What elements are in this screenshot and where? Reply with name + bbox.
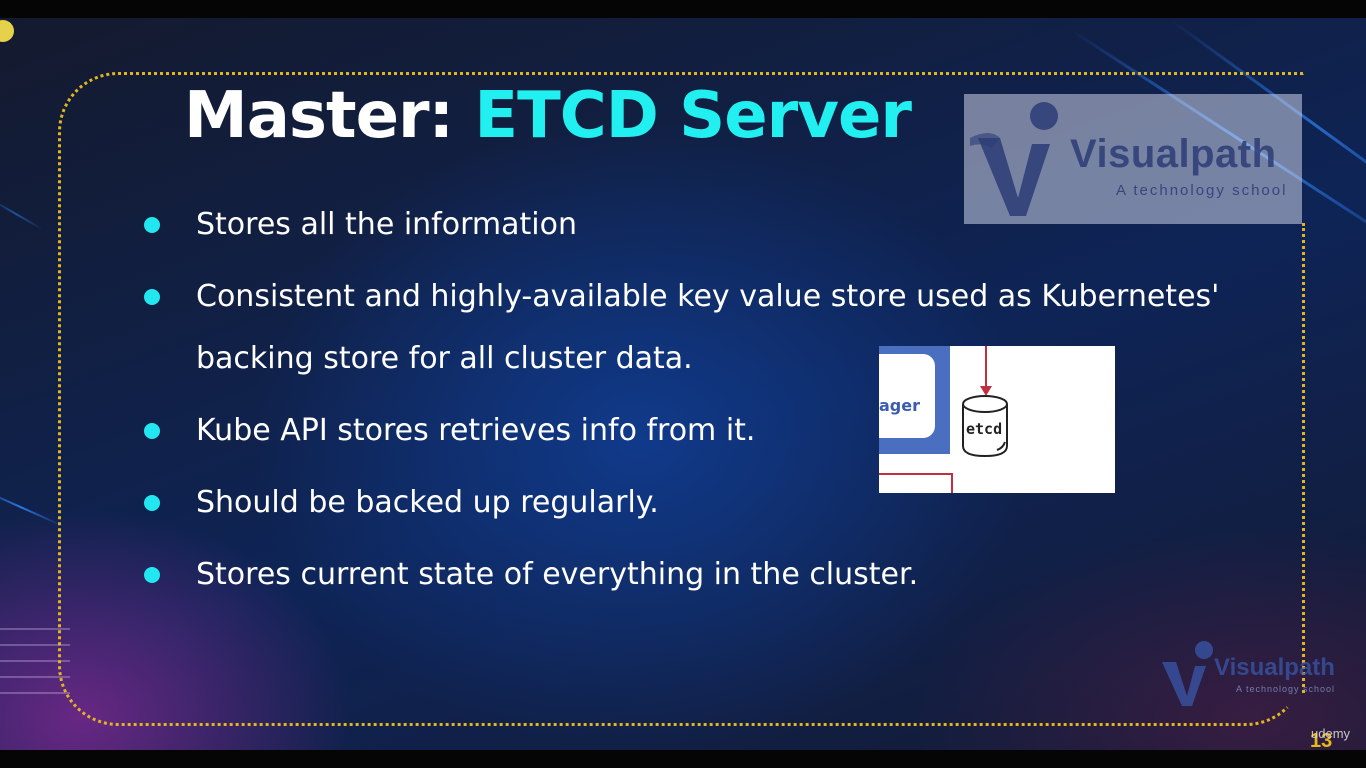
bullet-item: Stores current state of everything in th… xyxy=(140,544,1290,606)
slide-title: Master: ETCD Server xyxy=(184,74,912,158)
visualpath-logo-icon xyxy=(970,102,1058,216)
bullet-list: Stores all the information Consistent an… xyxy=(140,194,1290,616)
watermark-tagline: A technology school xyxy=(1116,182,1288,199)
bullet-text: Kube API stores retrieves info from it. xyxy=(196,413,756,448)
corner-watermark-name: Visualpath xyxy=(1214,654,1335,681)
slide-page-number: 13 xyxy=(1310,730,1333,750)
bullet-text: Consistent and highly-available key valu… xyxy=(196,279,1220,376)
corner-watermark-tagline: A technology school xyxy=(1236,684,1336,694)
bullet-dot-icon xyxy=(144,495,160,511)
top-letterbox xyxy=(0,0,1366,18)
bullet-dot-icon xyxy=(144,217,160,233)
bullet-text: Should be backed up regularly. xyxy=(196,485,659,520)
title-accent: ETCD Server xyxy=(474,79,911,153)
bullet-item: Stores all the information xyxy=(140,194,1290,256)
etcd-diagram-graphic: ager etcd xyxy=(879,346,1008,493)
diagram-db-label: etcd xyxy=(966,420,1002,438)
bullet-text: Stores all the information xyxy=(196,207,577,242)
visualpath-watermark: Visualpath A technology school xyxy=(964,94,1302,224)
bullet-item: Consistent and highly-available key valu… xyxy=(140,266,1290,390)
bullet-item: Should be backed up regularly. xyxy=(140,472,1290,534)
diagram-box-label: ager xyxy=(879,396,920,415)
slide: Master: ETCD Server Stores all the infor… xyxy=(0,18,1366,750)
decorative-stripes xyxy=(0,628,70,728)
udemy-brand: udemy xyxy=(1311,726,1351,741)
bullet-text: Stores current state of everything in th… xyxy=(196,557,919,592)
bullet-item: Kube API stores retrieves info from it. xyxy=(140,400,1290,462)
corner-logo-icon xyxy=(1162,641,1213,706)
light-streak xyxy=(0,198,43,230)
watermark-name: Visualpath xyxy=(1070,132,1277,176)
bullet-dot-icon xyxy=(144,289,160,305)
corner-watermark: Visualpath A technology school xyxy=(1160,640,1340,712)
dotted-frame xyxy=(58,72,1306,726)
dotted-frame-right xyxy=(1302,223,1308,693)
bullet-dot-icon xyxy=(144,423,160,439)
etcd-diagram: ager etcd xyxy=(879,346,1115,493)
light-streak xyxy=(0,488,63,527)
bullet-dot-icon xyxy=(144,567,160,583)
decorative-dot xyxy=(0,20,14,42)
title-prefix: Master: xyxy=(184,79,475,153)
bottom-letterbox xyxy=(0,750,1366,768)
